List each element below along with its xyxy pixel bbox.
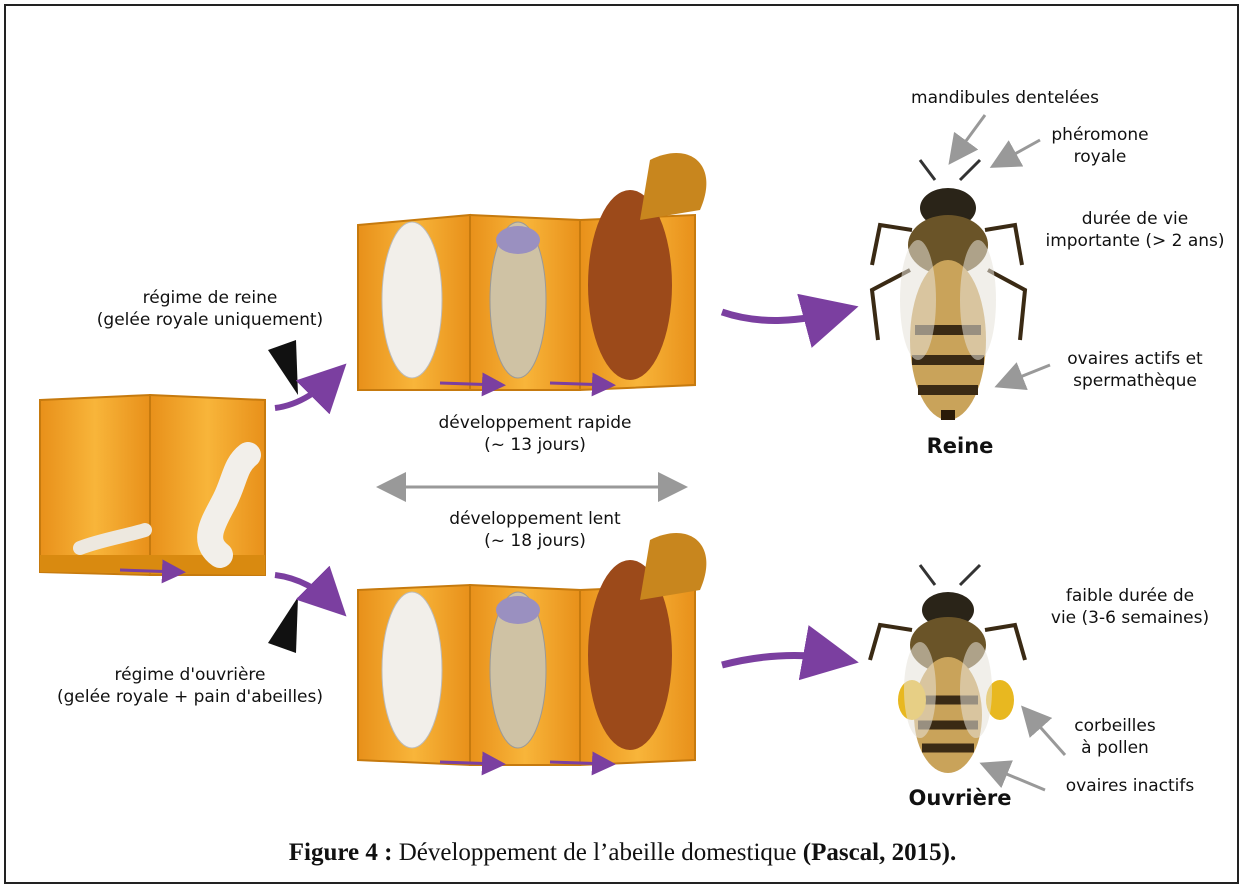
long-lifespan-label: durée de vie importante (> 2 ans)	[1035, 208, 1235, 252]
short-lifespan-label: faible durée de vie (3-6 semaines)	[1030, 585, 1230, 629]
pollen-baskets-label: corbeilles à pollen	[1055, 715, 1175, 759]
worker-bee-illustration	[870, 565, 1025, 773]
active-ovaries-label: ovaires actifs et spermathèque	[1045, 348, 1225, 392]
mandibles-label: mandibules dentelées	[900, 87, 1110, 109]
slow-development-label: développement lent (~ 18 jours)	[400, 508, 670, 552]
worker-diet-label: régime d'ouvrière (gelée royale + pain d…	[20, 664, 360, 708]
worker-title: Ouvrière	[885, 787, 1035, 809]
queen-title: Reine	[900, 435, 1020, 457]
queen-development-cells	[358, 153, 706, 390]
pheromone-label: phéromone royale	[1030, 124, 1170, 168]
inactive-ovaries-label: ovaires inactifs	[1045, 775, 1215, 797]
worker-diet-pointer-icon	[268, 597, 298, 653]
figure-caption: Figure 4 : Développement de l’abeille do…	[0, 839, 1245, 867]
caption-source: (Pascal, 2015).	[803, 839, 956, 866]
caption-text: Développement de l’abeille domestique	[392, 839, 802, 866]
fast-development-label: développement rapide (~ 13 jours)	[400, 412, 670, 456]
caption-prefix: Figure 4 :	[289, 839, 393, 866]
queen-diet-pointer-icon	[268, 340, 298, 395]
queen-bee-illustration	[872, 160, 1025, 420]
worker-development-cells	[358, 533, 706, 765]
larva-cells	[40, 395, 265, 575]
queen-diet-label: régime de reine (gelée royale uniquement…	[60, 287, 360, 331]
